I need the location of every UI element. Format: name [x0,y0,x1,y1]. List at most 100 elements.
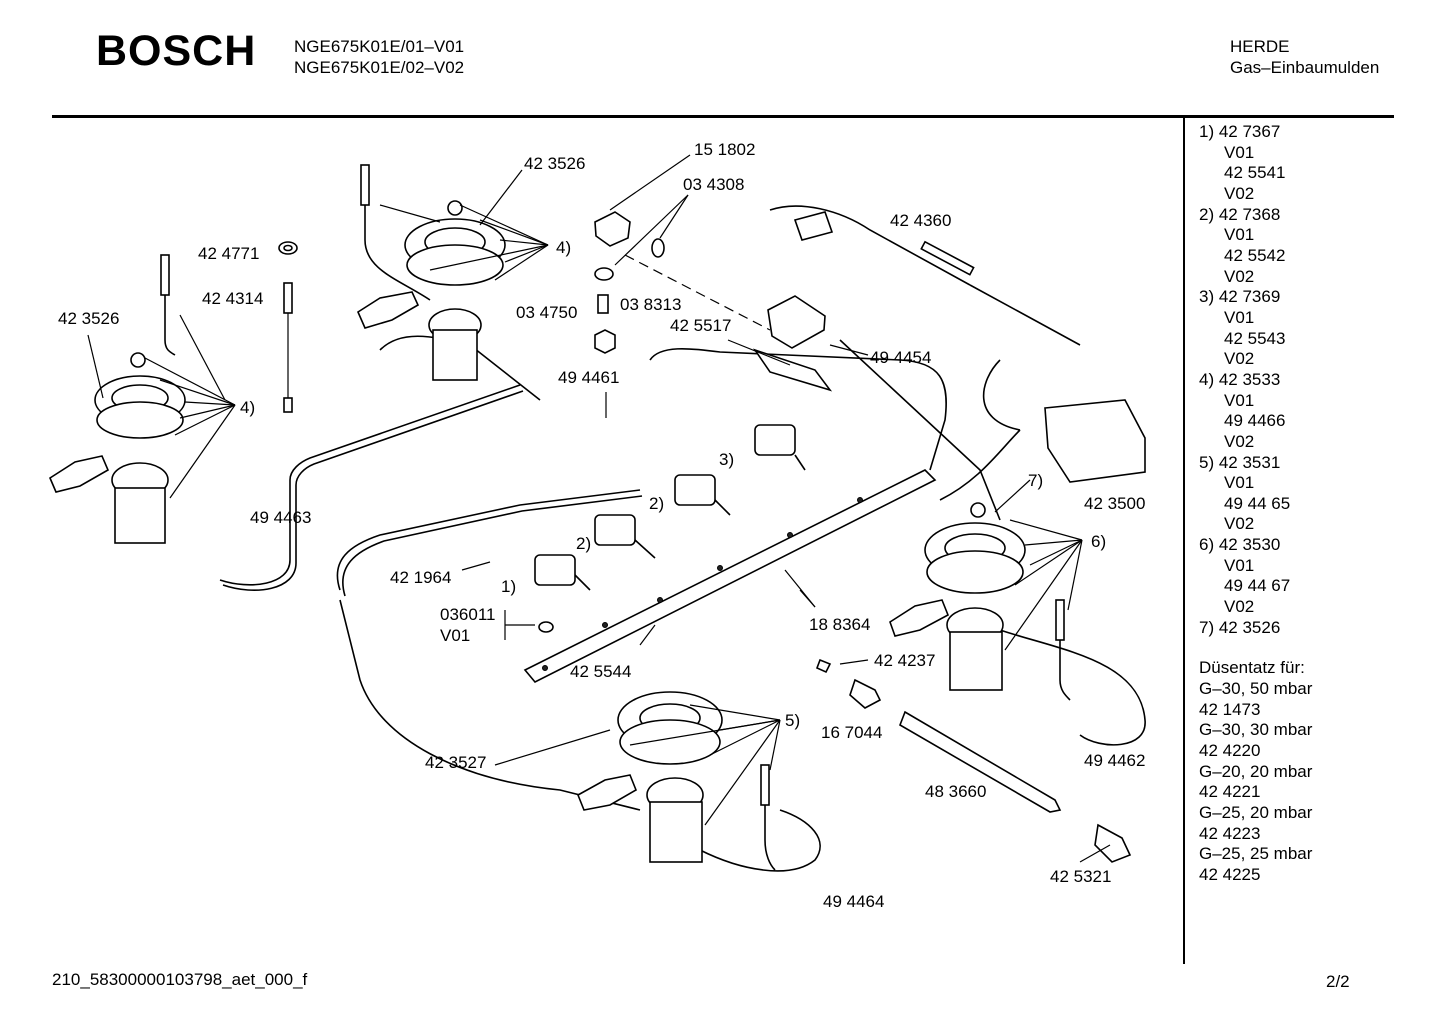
legend-row: 42 4220 [1199,741,1261,761]
callout-2b: 2) [576,534,591,553]
legend-row: 4) 42 3533 [1199,369,1281,389]
legend-row: G–20, 20 mbar [1199,761,1313,781]
callout-4-left: 4) [240,398,255,417]
legend-row: 5) 42 3531 [1199,452,1281,472]
callout-7: 7) [1028,471,1043,490]
callout-49-4462: 49 4462 [1084,751,1145,770]
leader-lines [87,154,1111,863]
legend-row: V02 [1224,183,1255,203]
gas-distributor-rail [523,469,937,684]
legend-row: V01 [1224,555,1255,575]
burner-front [617,691,723,863]
callout-labels: 42 3526 15 1802 03 4308 42 4771 4) 42 43… [58,140,1145,911]
callout-03-4750: 03 4750 [516,303,577,322]
callout-18-8364: 18 8364 [809,615,870,634]
legend-row: V02 [1224,431,1255,451]
callout-42-5517: 42 5517 [670,316,731,335]
page-number: 2/2 [1326,972,1350,991]
legend-row: 49 4466 [1224,411,1286,431]
valve-2b [674,474,731,516]
valve-3 [754,424,806,471]
burner-top [404,200,506,381]
legend-row: V01 [1224,225,1255,245]
legend-row: G–25, 20 mbar [1199,803,1313,822]
model-line-2: NGE675K01E/02–V02 [294,58,465,77]
legend-row: 2) 42 7368 [1199,204,1281,224]
legend-row: V01 [1224,142,1255,162]
legend-row: 49 44 67 [1224,576,1291,596]
legend-row: 42 4221 [1199,782,1261,802]
callout-42-5544: 42 5544 [570,662,631,681]
exploded-parts-diagram: 42 3526 15 1802 03 4308 42 4771 4) 42 43… [48,140,1146,911]
category: HERDE Gas–Einbaumulden [1230,36,1379,78]
legend-row: G–25, 25 mbar [1199,844,1313,864]
legend-row: V02 [1224,349,1255,369]
callout-15-1802: 15 1802 [694,140,755,159]
legend-row: 42 4225 [1199,864,1261,884]
legend-row: V02 [1224,597,1255,617]
document-id: 210_58300000103798_aet_000_f [52,970,308,989]
legend-row: 1) 42 7367 [1199,122,1281,141]
callout-03-4308: 03 4308 [683,175,744,194]
callout-49-4461: 49 4461 [558,368,619,387]
legend-row: V01 [1224,390,1255,410]
callout-48-3660: 48 3660 [925,782,986,801]
callout-6: 6) [1091,532,1106,551]
legend-row: Düsentatz für: [1199,658,1305,678]
callout-42-5321: 42 5321 [1050,867,1111,886]
callout-49-4464: 49 4464 [823,892,884,911]
legend-row: 3) 42 7369 [1199,287,1281,307]
callout-03-8313: 03 8313 [620,295,681,314]
burner-left [94,352,186,544]
category-line-2: Gas–Einbaumulden [1230,58,1380,77]
callout-49-4463: 49 4463 [250,508,311,527]
callout-42-4314: 42 4314 [202,289,263,308]
callout-42-4360: 42 4360 [890,211,951,230]
callout-v01: V01 [440,626,470,645]
legend-row: V01 [1224,307,1255,327]
legend-row: 42 5542 [1224,245,1286,265]
callout-16-7044: 16 7044 [821,723,882,742]
ignition-unit [753,205,1146,501]
callout-42-3500: 42 3500 [1084,494,1145,513]
category-line-1: HERDE [1230,37,1290,56]
gas-valves [534,424,806,591]
callout-5: 5) [785,711,800,730]
header-divider [52,115,1394,118]
burner-brackets [48,291,950,811]
valve-1 [534,554,591,591]
legend-row: V02 [1224,266,1255,286]
legend-row: G–30, 50 mbar [1199,679,1313,699]
legend-row: 42 4223 [1199,823,1261,843]
callout-4-top: 4) [556,238,571,257]
legend-row: 7) 42 3526 [1199,617,1281,637]
legend-row: 6) 42 3530 [1199,535,1281,555]
brand-logo: BOSCH [96,27,257,75]
legend-divider [1183,118,1185,964]
legend-row: V02 [1224,514,1255,534]
legend-row [1199,638,1312,658]
callout-2a: 2) [649,494,664,513]
callout-1: 1) [501,577,516,596]
model-line-1: NGE675K01E/01–V01 [294,37,465,56]
thermocouples [160,164,1071,871]
legend-row: 42 1473 [1199,699,1261,719]
legend-row: 42 5543 [1224,328,1286,348]
callout-42-1964: 42 1964 [390,568,451,587]
legend-row: 42 5541 [1224,163,1286,183]
legend-row: G–30, 30 mbar [1199,720,1313,740]
legend-row: V01 [1224,473,1255,493]
valve-2a [594,514,656,559]
legend-row: 49 44 65 [1224,493,1291,513]
callout-42-3526-top: 42 3526 [524,154,585,173]
burner-right [924,502,1026,691]
callout-036011: 036011 [440,605,495,624]
callout-49-4454: 49 4454 [870,348,931,367]
callout-3: 3) [719,450,734,469]
callout-42-4771: 42 4771 [198,244,259,263]
model-numbers: NGE675K01E/01–V01 NGE675K01E/02–V02 [294,36,464,78]
callout-42-3527: 42 3527 [425,753,486,772]
callout-42-3526-left: 42 3526 [58,309,119,328]
fittings [278,211,1132,863]
